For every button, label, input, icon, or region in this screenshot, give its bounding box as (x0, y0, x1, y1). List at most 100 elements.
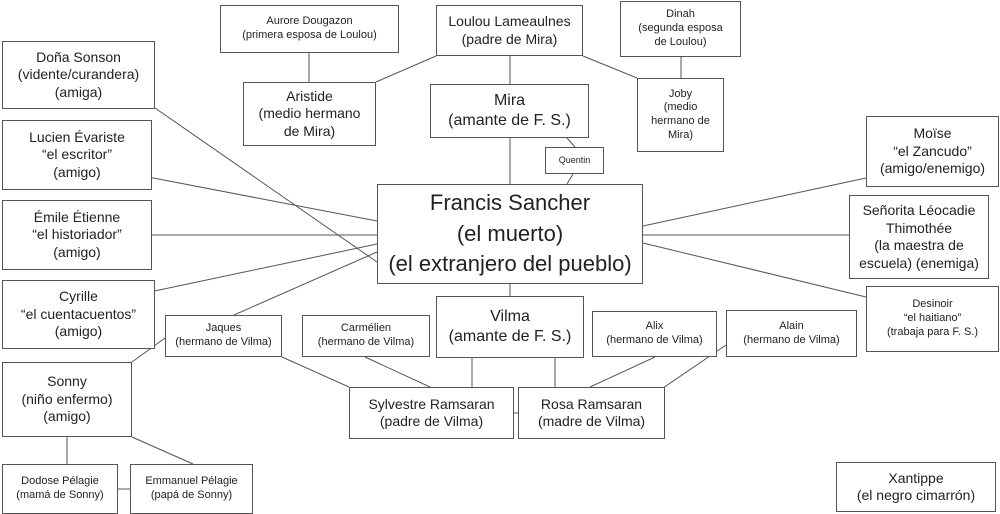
node-dinah: Dinah (segunda esposa de Loulou) (620, 1, 741, 57)
node-name: Francis Sancher (429, 189, 591, 215)
node-sylvestre: Sylvestre Ramsaran (padre de Vilma) (349, 387, 514, 439)
node-loulou: Loulou Lameaulnes (padre de Mira) (436, 5, 583, 56)
connector (375, 55, 437, 83)
node-role: (amigo/enemigo) (879, 160, 986, 177)
node-role: escuela) (enemiga) (859, 254, 979, 271)
node-name: Loulou Lameaulnes (448, 13, 571, 29)
node-moise: Moïse “el Zancudo” (amigo/enemigo) (866, 116, 999, 187)
node-name: Moïse (913, 125, 952, 142)
node-role: Mira) (667, 128, 694, 141)
node-desinoir: Desinoir “el haitiano” (trabaja para F. … (866, 286, 999, 352)
node-rosa: Rosa Ramsaran (madre de Vilma) (518, 387, 665, 439)
connector (233, 251, 378, 316)
node-name: Alix (645, 320, 664, 333)
node-role: (hermano de Vilma) (743, 333, 840, 346)
node-role: (padre de Mira) (461, 30, 558, 47)
node-dona-sonson: Doña Sonson (vidente/curandera) (amiga) (2, 41, 155, 109)
node-xantippe: Xantippe (el negro cimarrón) (836, 462, 996, 512)
node-francis-sancher: Francis Sancher (el muerto) (el extranje… (377, 184, 643, 284)
node-role: (padre de Vilma) (379, 413, 484, 429)
node-jaques: Jaques (hermano de Vilma) (165, 315, 282, 357)
node-role: (amigo) (43, 408, 91, 425)
connector (642, 242, 867, 298)
node-name: Joby (668, 87, 693, 100)
connector (131, 436, 194, 465)
node-name: Desinoir (912, 298, 953, 311)
node-role: (vidente/curandera) (17, 66, 140, 83)
node-name: Jaques (205, 322, 242, 335)
node-role: (niño enfermo) (21, 390, 113, 407)
node-name: Lucien Évariste (29, 128, 125, 145)
node-role: (la maestra de (874, 237, 964, 253)
connector (642, 177, 867, 227)
node-leocadie: Señorita Léocadie Thimothée (la maestra … (849, 195, 989, 279)
node-emmanuel: Emmanuel Pélagie (papá de Sonny) (130, 464, 253, 514)
node-role: (medio (663, 101, 698, 114)
node-name: Rosa Ramsaran (540, 395, 643, 412)
node-role: (amigo) (53, 243, 101, 260)
node-name: Vilma (490, 308, 530, 325)
node-name: Thimothée (885, 219, 953, 236)
connector (281, 356, 350, 388)
node-role: hermano de (651, 115, 710, 127)
node-aristide: Aristide (medio hermano de Mira) (243, 82, 376, 146)
node-mira: Mira (amante de F. S.) (430, 84, 589, 138)
node-role: (hermano de Vilma) (317, 336, 415, 348)
node-lucien: Lucien Évariste “el escritor” (amigo) (2, 120, 152, 190)
node-role: “el Zancudo” (893, 142, 972, 159)
node-role: (amante de F. S.) (448, 112, 571, 129)
node-role: de Mira) (283, 122, 336, 139)
node-name: Cyrille (59, 288, 98, 305)
node-role: (primera esposa de Loulou) (242, 29, 377, 41)
node-alix: Alix (hermano de Vilma) (592, 311, 717, 357)
connector (364, 356, 431, 388)
node-name: Carmélien (340, 322, 392, 335)
node-name: Mira (493, 92, 526, 109)
node-name: Señorita Léocadie (862, 202, 976, 218)
node-vilma: Vilma (amante de F. S.) (436, 296, 584, 358)
node-carmelien: Carmélien (hermano de Vilma) (302, 315, 430, 357)
node-dodose: Dodose Pélagie (mamá de Sonny) (2, 464, 118, 514)
node-name: Alain (779, 319, 804, 332)
node-role: (papá de Sonny) (150, 489, 233, 501)
node-role: de Loulou) (654, 35, 707, 48)
node-role: (medio hermano (258, 105, 361, 122)
node-name: Aristide (286, 87, 333, 104)
node-role: (amigo) (54, 323, 103, 340)
node-role: (hermano de Vilma) (606, 334, 703, 346)
node-cyrille: Cyrille “el cuentacuentos” (amigo) (2, 280, 155, 349)
node-role: (el muerto) (456, 220, 564, 246)
connector (582, 55, 638, 79)
connector (131, 337, 166, 363)
node-role: (trabaja para F. S.) (886, 325, 979, 338)
node-role: (el extranjero del pueblo) (388, 251, 632, 277)
node-name: Sonny (47, 373, 87, 390)
connector (144, 243, 378, 294)
node-sonny: Sonny (niño enfermo) (amigo) (2, 362, 132, 437)
node-role: “el cuentacuentos” (20, 305, 137, 322)
node-role: (el negro cimarrón) (856, 487, 976, 503)
node-name: Sylvestre Ramsaran (368, 395, 495, 412)
node-role: (segunda esposa (638, 22, 723, 35)
node-role: (amiga) (54, 83, 103, 100)
node-name: Xantippe (888, 469, 944, 486)
node-name: Quentin (558, 154, 591, 165)
node-alain: Alain (hermano de Vilma) (726, 310, 857, 357)
connector (566, 173, 574, 185)
node-role: “el historiador” (32, 226, 122, 243)
connector (589, 356, 656, 388)
node-name: Émile Étienne (33, 208, 121, 225)
node-quentin: Quentin (545, 147, 604, 174)
node-joby: Joby (medio hermano de Mira) (637, 78, 724, 152)
node-name: Aurore Dougazon (266, 15, 353, 28)
connector (154, 107, 378, 263)
node-emile: Émile Étienne “el historiador” (amigo) (2, 200, 152, 270)
node-name: Dinah (666, 8, 695, 21)
node-role: (madre de Vilma) (537, 413, 646, 429)
node-role: (mamá de Sonny) (16, 489, 104, 501)
node-role: (amante de F. S.) (448, 328, 572, 345)
node-role: “el haitiano” (903, 312, 962, 325)
connector (566, 137, 576, 148)
